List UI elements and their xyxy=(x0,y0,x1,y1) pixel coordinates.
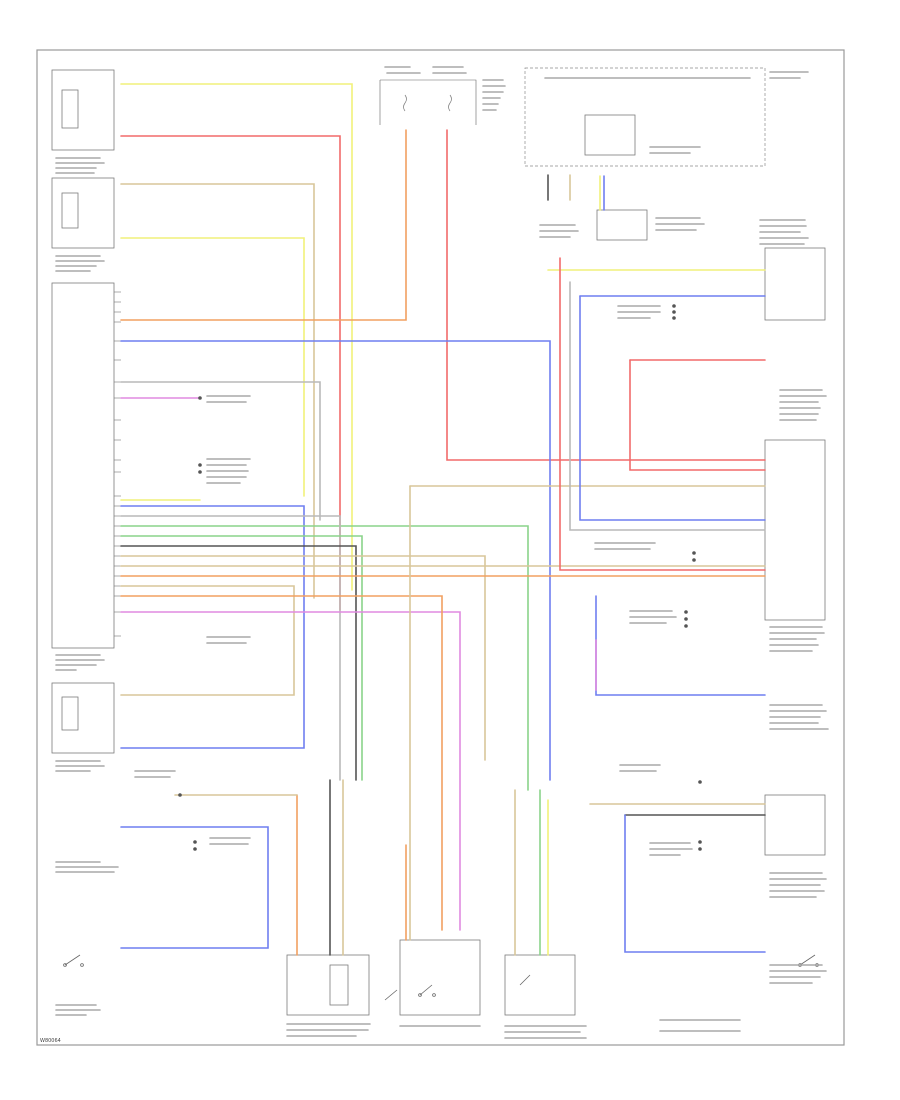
wire-blue xyxy=(624,814,766,953)
wire-orange xyxy=(120,595,443,931)
splice-dot xyxy=(198,396,202,400)
wire-blue xyxy=(595,595,766,696)
wire-blue xyxy=(120,505,305,749)
splice-dot xyxy=(193,847,197,851)
wire-gray xyxy=(569,281,766,531)
airbag-module-right xyxy=(51,177,115,249)
splice-dot xyxy=(672,304,676,308)
splice-dot xyxy=(698,780,702,784)
module-icon xyxy=(61,696,79,731)
wire-green xyxy=(120,535,363,781)
wire-red xyxy=(446,129,766,461)
splice-dot xyxy=(684,610,688,614)
airbag-module-left xyxy=(51,69,115,151)
splice-dot xyxy=(684,617,688,621)
seat-belt-module-right xyxy=(764,794,826,856)
wire-tan xyxy=(120,555,486,761)
connector-icon xyxy=(596,209,648,241)
wire-green xyxy=(120,525,529,791)
splice-dot xyxy=(672,316,676,320)
splice-dot xyxy=(193,840,197,844)
splice-dot xyxy=(692,558,696,562)
connector-pins-left xyxy=(114,291,121,637)
wire-tan xyxy=(120,585,295,696)
module-icon xyxy=(61,89,79,129)
splice-dot xyxy=(698,840,702,844)
label-placeholders xyxy=(55,66,829,1039)
wire-yellow xyxy=(120,237,305,497)
connector-icon xyxy=(584,114,636,156)
wire-black xyxy=(120,545,357,781)
wire-tan xyxy=(120,183,315,599)
splice-dot xyxy=(698,847,702,851)
module-icon xyxy=(61,192,79,229)
wire-red xyxy=(120,135,341,611)
wire-blue xyxy=(120,340,551,781)
splice-dot xyxy=(178,793,182,797)
seat-position-sensor xyxy=(286,954,370,1016)
splice-dot xyxy=(672,310,676,314)
wire-blue xyxy=(579,295,766,521)
electronic-steering-module xyxy=(764,247,826,321)
instrument-cluster-connector xyxy=(524,67,766,167)
restraints-control-module xyxy=(51,282,115,649)
wire-blue xyxy=(120,826,269,949)
splice-dot xyxy=(692,551,696,555)
wire-red xyxy=(629,359,766,471)
wires xyxy=(120,83,766,956)
wire-red xyxy=(559,257,766,571)
front-sensor-module xyxy=(51,682,115,754)
splice-dot xyxy=(684,624,688,628)
wire-gray xyxy=(120,515,341,781)
diagram-frame xyxy=(36,49,845,1046)
electronic-steering-module xyxy=(764,439,826,621)
start-system-button xyxy=(399,939,481,1016)
splice-dot xyxy=(198,463,202,467)
wire-gray xyxy=(120,381,321,521)
wire-orange xyxy=(120,129,407,321)
junction-box xyxy=(379,79,477,125)
wire-magenta xyxy=(120,611,461,931)
occupant-sensor xyxy=(504,954,576,1016)
diagram-id-tag: W80064 xyxy=(40,1038,61,1044)
wire-yellow xyxy=(120,83,353,591)
fuse-icon xyxy=(403,94,452,112)
splice-dot xyxy=(198,470,202,474)
sensor-icon xyxy=(329,964,349,1006)
